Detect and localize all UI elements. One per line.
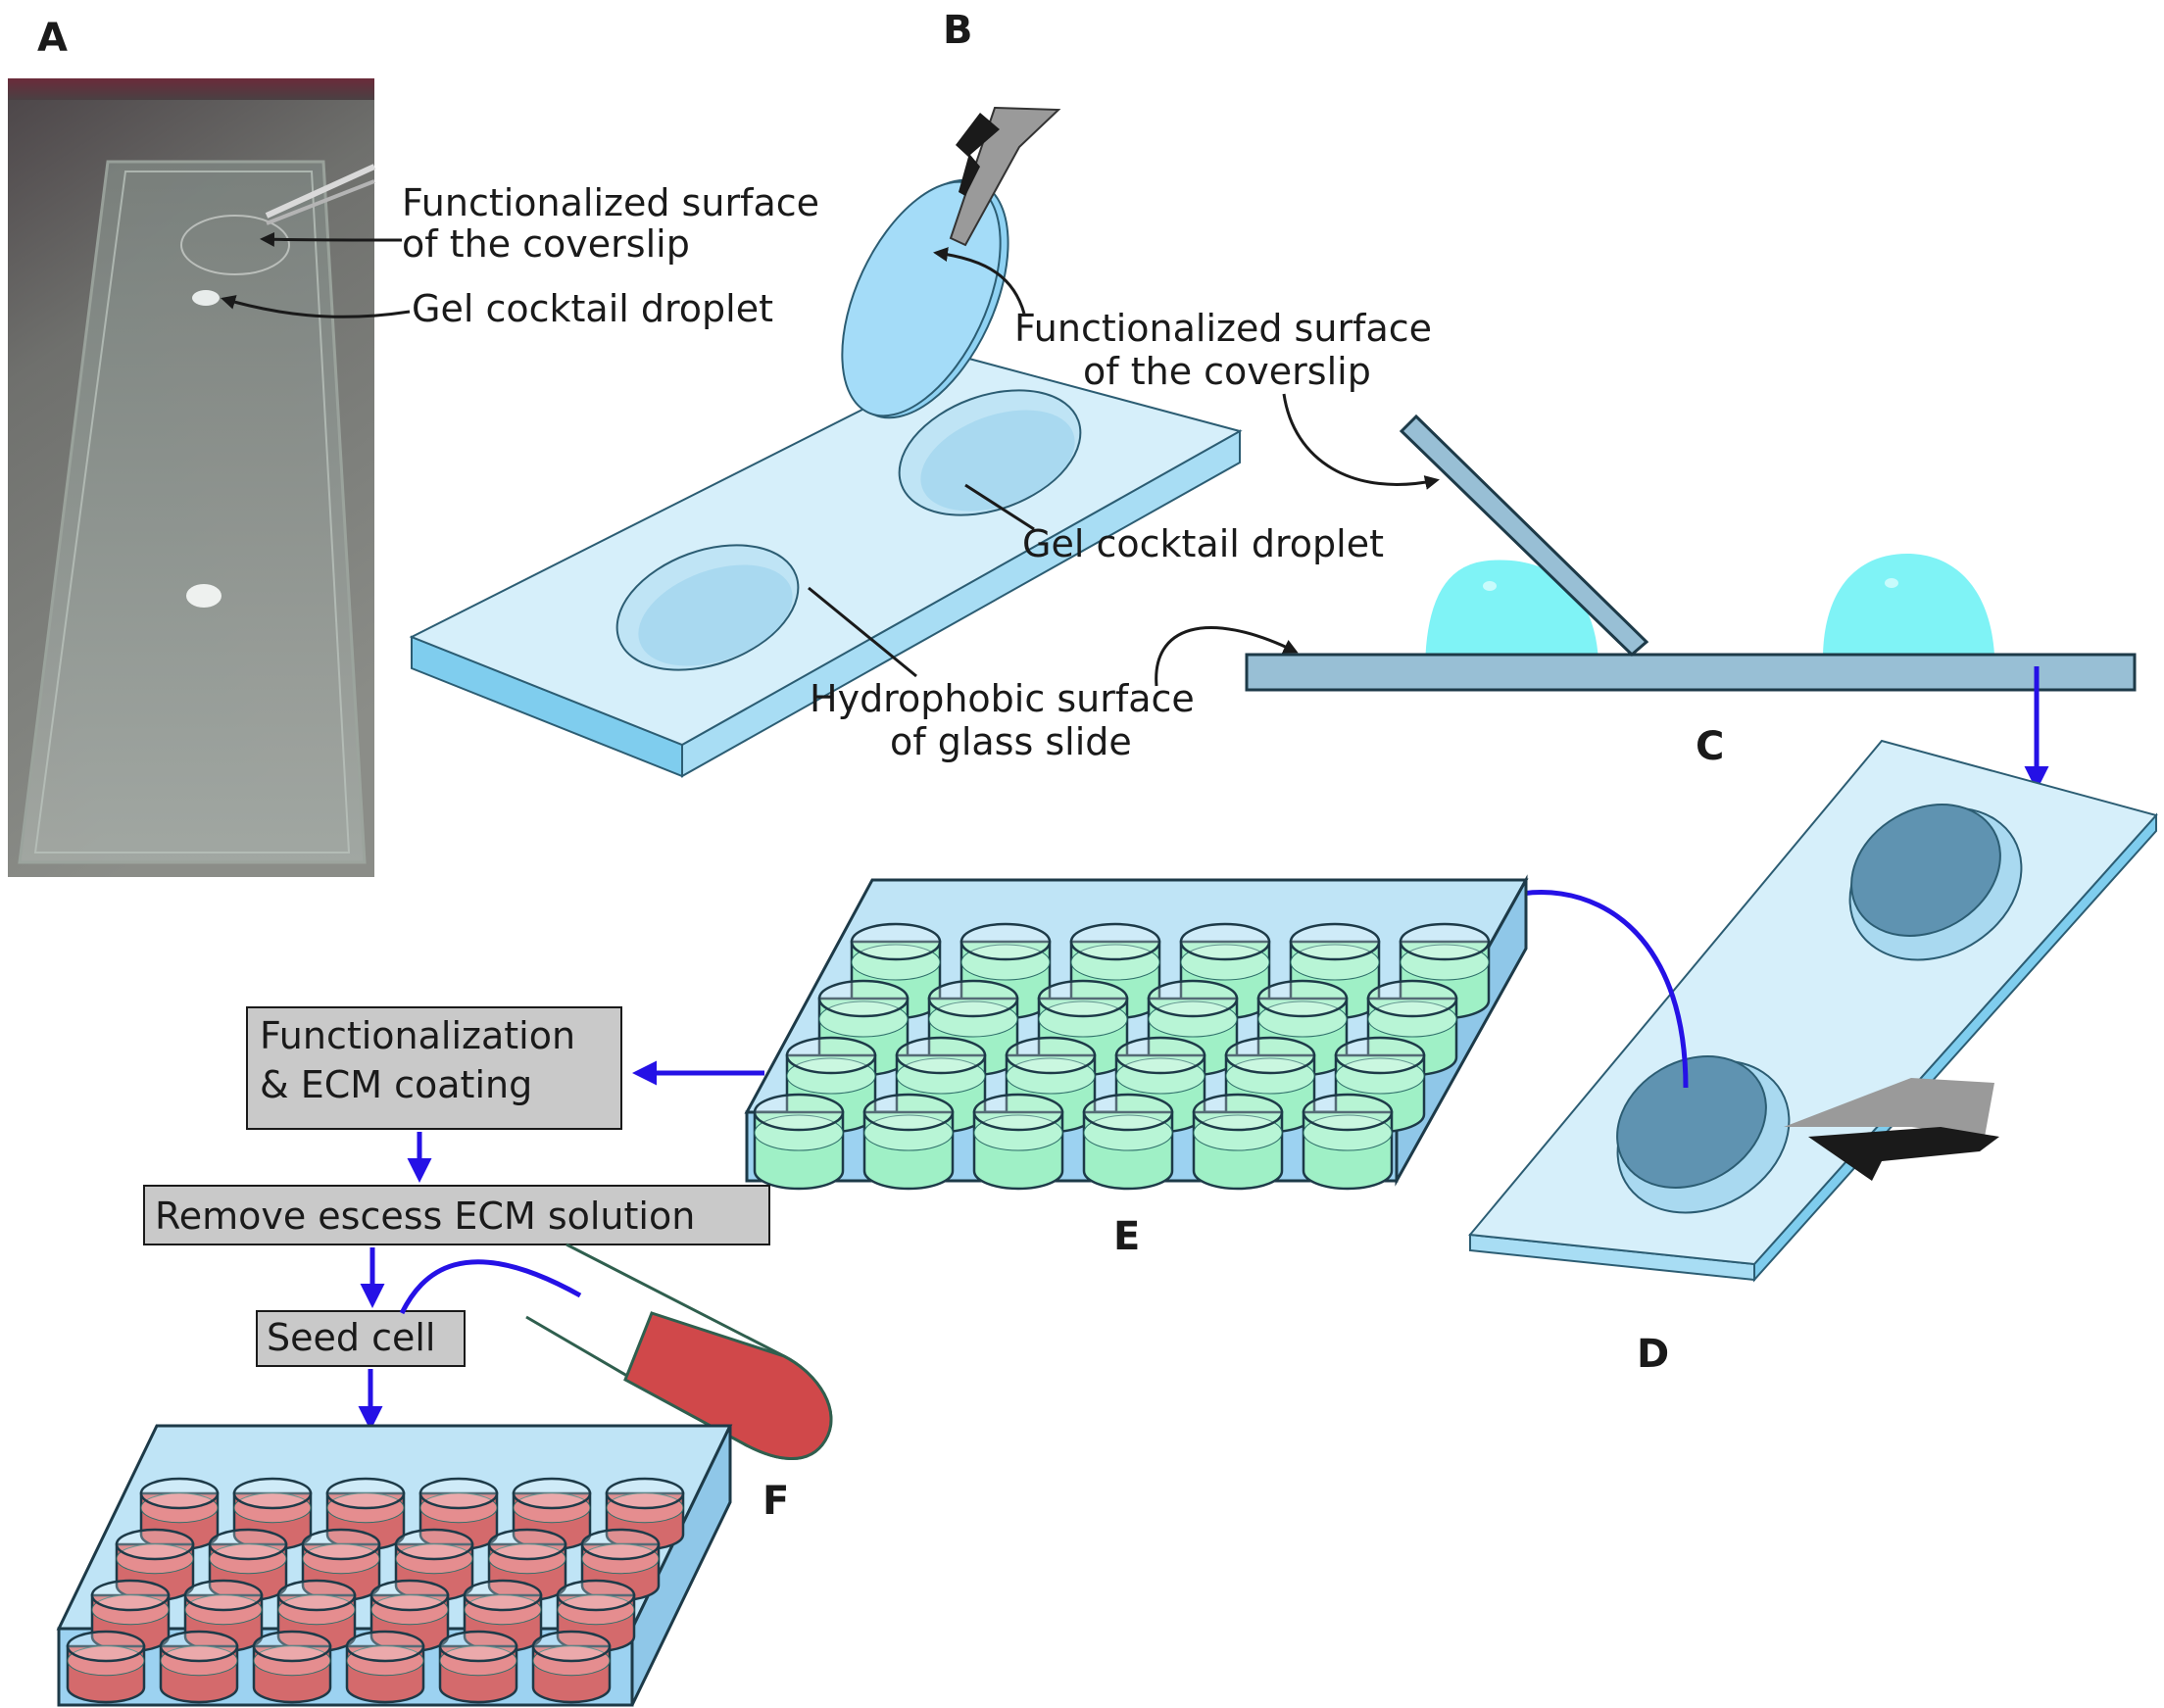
- well-wellsF-0-0: [139, 1477, 220, 1551]
- well-wellsF-2-3: [369, 1579, 450, 1653]
- well-wellsF-2-4: [463, 1579, 543, 1653]
- photo-panel-a: [8, 78, 376, 877]
- label-b-functionalized-line1: Functionalized surface: [1014, 307, 1432, 350]
- panel-label-a: A: [37, 16, 68, 61]
- arrow-a-functionalized: [260, 231, 403, 247]
- step-functionalization-line2: & ECM coating: [260, 1063, 532, 1106]
- arrow-a-gel: [221, 295, 411, 318]
- label-a-functionalized-line1: Functionalized surface: [402, 181, 819, 224]
- well-wellsE-0-0: [850, 922, 942, 1020]
- step-seed-box: Seed cell: [256, 1310, 466, 1367]
- well-wellsE-2-1: [895, 1036, 987, 1134]
- well-wellsF-1-0: [115, 1528, 195, 1602]
- well-wellsF-3-1: [159, 1630, 239, 1704]
- well-wellsF-0-1: [232, 1477, 313, 1551]
- well-wellsF-2-1: [183, 1579, 264, 1653]
- panel-label-d: D: [1637, 1332, 1669, 1377]
- well-wellsF-3-2: [252, 1630, 332, 1704]
- well-wellsF-3-3: [345, 1630, 425, 1704]
- well-wellsE-3-4: [1192, 1093, 1284, 1191]
- label-b-functionalized-line2: of the coverslip: [1083, 350, 1371, 393]
- step-functionalization-box: Functionalization & ECM coating: [246, 1006, 622, 1130]
- well-wellsE-2-2: [1005, 1036, 1097, 1134]
- well-wellsF-3-0: [66, 1630, 146, 1704]
- well-wellsE-3-0: [753, 1093, 845, 1191]
- well-wellsF-0-5: [605, 1477, 685, 1551]
- well-wellsF-0-4: [512, 1477, 592, 1551]
- arrow-tube-to-seed: [399, 1259, 582, 1315]
- well-wellsF-1-3: [394, 1528, 474, 1602]
- well-wellsE-3-3: [1082, 1093, 1174, 1191]
- glass-slide-d: [1468, 739, 2158, 1283]
- line-b-gel: [964, 483, 1035, 531]
- panel-label-e: E: [1113, 1214, 1140, 1259]
- panel-label-c: C: [1696, 724, 1724, 769]
- well-wellsE-3-5: [1302, 1093, 1394, 1191]
- label-a-functionalized-line2: of the coverslip: [402, 222, 690, 266]
- tweezers-b-icon: [949, 106, 1061, 247]
- well-wellsF-1-5: [580, 1528, 661, 1602]
- step-functionalization-line1: Functionalization: [260, 1014, 575, 1057]
- label-a-gel-droplet: Gel cocktail droplet: [412, 287, 773, 330]
- step-remove-box: Remove escess ECM solution: [143, 1185, 770, 1245]
- well-wellsF-1-1: [208, 1528, 288, 1602]
- well-wellsF-2-5: [556, 1579, 636, 1653]
- well-wellsF-1-4: [487, 1528, 567, 1602]
- tweezers-d-icon: [1784, 1078, 1999, 1181]
- label-b-hydrophobic-line1: Hydrophobic surface: [810, 677, 1195, 720]
- well-wellsE-3-1: [862, 1093, 955, 1191]
- line-b-hydrophobic: [808, 586, 917, 678]
- label-b-hydrophobic-line2: of glass slide: [890, 720, 1132, 763]
- panel-label-b: B: [943, 8, 973, 53]
- step-remove-text: Remove escess ECM solution: [155, 1195, 695, 1238]
- arrow-c-hydrophobic: [1155, 626, 1299, 687]
- well-wellsF-2-2: [276, 1579, 357, 1653]
- well-wellsF-1-2: [301, 1528, 381, 1602]
- test-tube-icon: [525, 1243, 833, 1460]
- panel-label-f: F: [762, 1479, 789, 1524]
- well-plate-f: [56, 1424, 733, 1707]
- label-b-gel-droplet: Gel cocktail droplet: [1022, 522, 1384, 565]
- well-wellsF-3-5: [531, 1630, 612, 1704]
- well-plate-e: [744, 874, 1529, 1191]
- well-wellsE-1-5: [1366, 979, 1458, 1077]
- step-seed-text: Seed cell: [267, 1316, 435, 1359]
- arrow-b-functionalized: [933, 247, 1026, 315]
- well-wellsE-1-2: [1037, 979, 1129, 1077]
- glass-slide-b: [409, 356, 1243, 778]
- arrow-c-functionalized: [1282, 393, 1440, 490]
- well-wellsF-0-2: [325, 1477, 406, 1551]
- well-wellsF-3-4: [438, 1630, 518, 1704]
- side-view-c: [1245, 414, 2137, 692]
- well-wellsE-3-2: [972, 1093, 1064, 1191]
